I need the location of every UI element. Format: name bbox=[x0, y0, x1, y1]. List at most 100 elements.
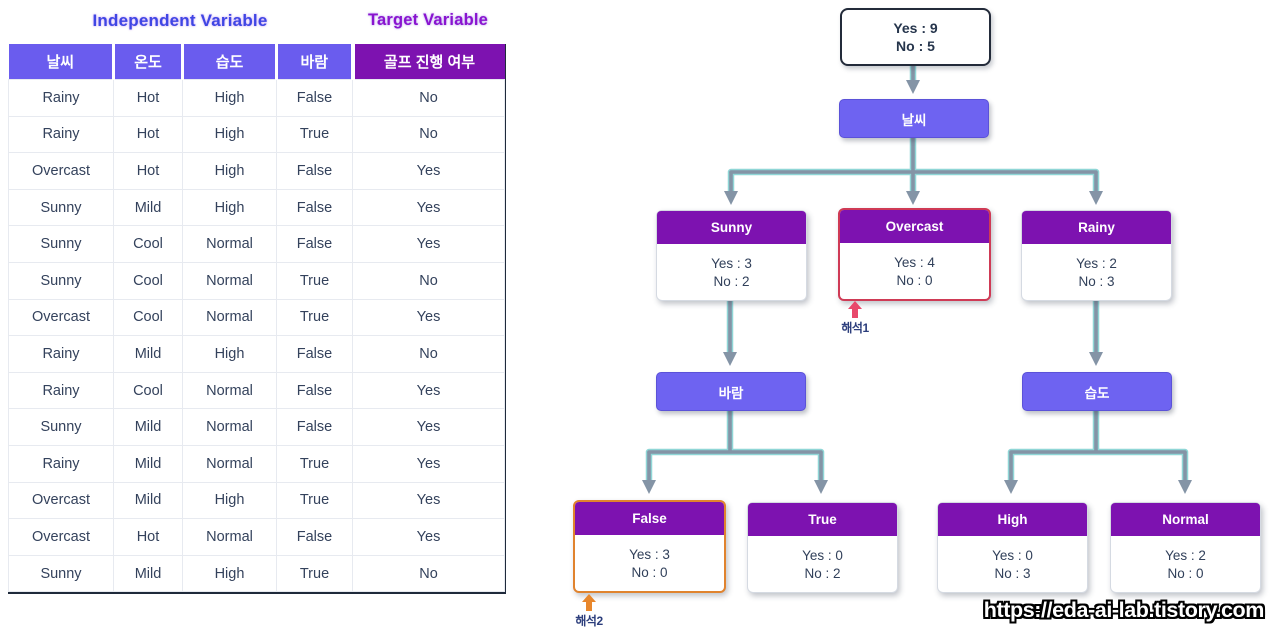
cell: Yes bbox=[352, 371, 505, 410]
table-header-row: 날씨 온도 습도 바람 골프 진행 여부 bbox=[8, 44, 505, 80]
cell: Overcast bbox=[8, 518, 114, 556]
wind-true-title: True bbox=[748, 503, 897, 536]
cell: High bbox=[182, 115, 277, 154]
cell: Yes bbox=[352, 225, 505, 263]
cell: High bbox=[182, 152, 277, 190]
cell: Sunny bbox=[8, 554, 114, 593]
wind-true-no-count: No : 2 bbox=[804, 565, 841, 581]
annotation-2-label: 해석2 bbox=[575, 614, 603, 628]
overcast-yes-count: Yes : 4 bbox=[894, 254, 935, 270]
column-header-humidity: 습도 bbox=[181, 44, 277, 80]
cell: Sunny bbox=[8, 261, 114, 300]
cell: False bbox=[276, 408, 353, 446]
cell: False bbox=[276, 371, 353, 410]
cell: No bbox=[352, 554, 505, 593]
cell: Rainy bbox=[8, 79, 114, 117]
humidity-normal-title: Normal bbox=[1111, 503, 1260, 536]
cell: Hot bbox=[113, 79, 183, 117]
overcast-title: Overcast bbox=[840, 210, 989, 243]
wind-true-yes-count: Yes : 0 bbox=[802, 547, 843, 563]
cell: Cool bbox=[113, 371, 183, 410]
cell: Hot bbox=[113, 518, 183, 556]
cell: Overcast bbox=[8, 152, 114, 190]
cell: Cool bbox=[113, 261, 183, 300]
cell: True bbox=[276, 298, 353, 337]
cell: False bbox=[276, 79, 353, 117]
cell: High bbox=[182, 79, 277, 117]
cell: Cool bbox=[113, 225, 183, 263]
cell: Rainy bbox=[8, 115, 114, 154]
cell: False bbox=[276, 152, 353, 190]
column-header-weather: 날씨 bbox=[8, 44, 114, 80]
cell: Mild bbox=[113, 408, 183, 446]
cell: Yes bbox=[352, 408, 505, 446]
cell: True bbox=[276, 261, 353, 300]
humidity-high-title: High bbox=[938, 503, 1087, 536]
cell: False bbox=[276, 225, 353, 263]
humidity-high-leaf: High Yes : 0 No : 3 bbox=[937, 502, 1088, 593]
annotation-2: 해석2 bbox=[565, 594, 613, 629]
cell: Yes bbox=[352, 444, 505, 483]
root-node: Yes : 9 No : 5 bbox=[840, 8, 991, 66]
cell: Mild bbox=[113, 444, 183, 483]
cell: High bbox=[182, 188, 277, 227]
cell: Sunny bbox=[8, 225, 114, 263]
cell: Cool bbox=[113, 298, 183, 337]
root-yes-count: Yes : 9 bbox=[893, 20, 938, 36]
cell: Normal bbox=[182, 225, 277, 263]
rainy-title: Rainy bbox=[1022, 211, 1171, 244]
column-header-temperature: 온도 bbox=[112, 44, 183, 80]
sunny-no-count: No : 2 bbox=[713, 273, 750, 289]
watermark-url[interactable]: https://eda-ai-lab.tistory.com bbox=[983, 598, 1265, 622]
overcast-no-count: No : 0 bbox=[896, 272, 933, 288]
rainy-branch-node: Rainy Yes : 2 No : 3 bbox=[1021, 210, 1172, 301]
cell: Normal bbox=[182, 444, 277, 483]
wind-false-no-count: No : 0 bbox=[631, 564, 668, 580]
humidity-decision-node: 습도 bbox=[1022, 372, 1172, 411]
cell: Rainy bbox=[8, 371, 114, 410]
red-up-arrow-icon bbox=[848, 301, 862, 318]
cell: Yes bbox=[352, 518, 505, 556]
cell: False bbox=[276, 188, 353, 227]
cell: Rainy bbox=[8, 444, 114, 483]
wind-label: 바람 bbox=[718, 385, 744, 401]
cell: True bbox=[276, 444, 353, 483]
humidity-label: 습도 bbox=[1084, 385, 1110, 401]
cell: No bbox=[352, 79, 505, 117]
humidity-normal-leaf: Normal Yes : 2 No : 0 bbox=[1110, 502, 1261, 593]
cell: Normal bbox=[182, 298, 277, 337]
root-no-count: No : 5 bbox=[896, 38, 935, 54]
orange-up-arrow-icon bbox=[582, 594, 596, 611]
sunny-yes-count: Yes : 3 bbox=[711, 255, 752, 271]
annotation-1-label: 해석1 bbox=[841, 321, 869, 335]
overcast-branch-node-highlighted: Overcast Yes : 4 No : 0 bbox=[838, 208, 991, 301]
humidity-normal-yes-count: Yes : 2 bbox=[1165, 547, 1206, 563]
annotation-1: 해석1 bbox=[831, 301, 879, 336]
cell: Yes bbox=[352, 152, 505, 190]
cell: Hot bbox=[113, 152, 183, 190]
cell: True bbox=[276, 554, 353, 593]
weather-label: 날씨 bbox=[901, 112, 927, 128]
cell: Rainy bbox=[8, 335, 114, 373]
cell: Yes bbox=[352, 298, 505, 337]
cell: False bbox=[276, 335, 353, 373]
wind-true-leaf: True Yes : 0 No : 2 bbox=[747, 502, 898, 593]
cell: Mild bbox=[113, 335, 183, 373]
wind-false-yes-count: Yes : 3 bbox=[629, 546, 670, 562]
sunny-title: Sunny bbox=[657, 211, 806, 244]
cell: Sunny bbox=[8, 188, 114, 227]
cell: Overcast bbox=[8, 298, 114, 337]
rainy-no-count: No : 3 bbox=[1078, 273, 1115, 289]
